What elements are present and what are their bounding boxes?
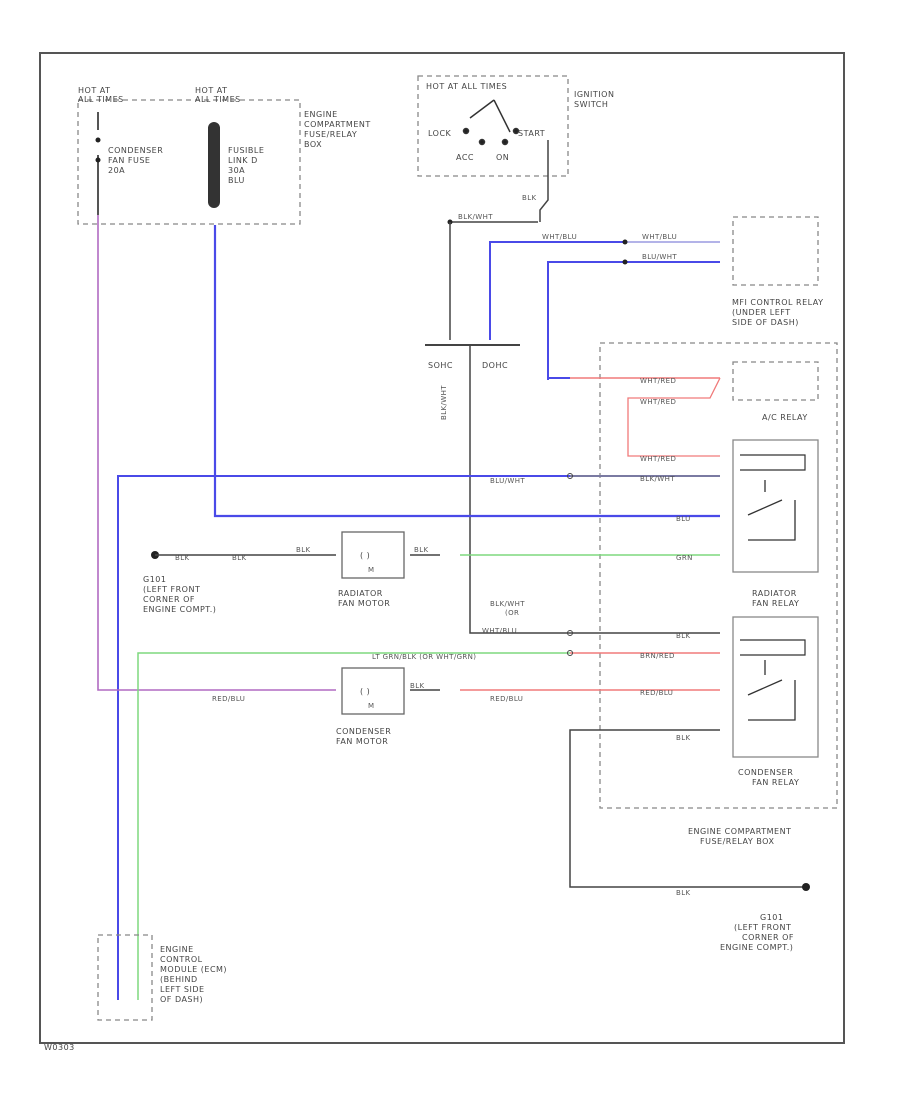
fan-relay-wire-1: BLK [676,632,691,640]
ign-pos-acc: ACC [456,153,474,162]
ac-wire-3-label: WHT/RED [640,455,676,463]
fan-relay-wire-4: BLK [676,734,691,742]
wire-blu-main [213,225,720,518]
ign-pos-start: START [518,129,545,138]
ign-out-wire-label: BLK/WHT [458,213,493,221]
ac-relay-box [732,439,819,573]
blk-chain-3: BLK [296,546,311,554]
wire-wht-blu-mfi [489,241,625,340]
wht-blu-label: WHT/BLU [482,627,517,635]
condenser-fan-fuse [95,112,101,215]
radiator-wire-grn: GRN [676,554,693,562]
ign-pos-on: ON [496,153,509,162]
splice-wire-label: BLK/WHT [440,385,448,420]
mfi-wire-1-label: WHT/BLU [542,233,577,241]
wire-blk-wht-long [469,345,570,634]
ignition-switch-outline [417,75,569,177]
fusible-link-icon [208,122,220,208]
ac-wire-5-label: BLU/WHT [490,477,525,485]
fuse-box-top-outline [77,99,301,225]
condenser-motor-m: M [368,702,374,710]
ignition-switch-contacts [462,99,520,146]
ac-wire-6-label: BLU [676,515,691,523]
condenser-motor-symbol: ( ) [360,687,370,696]
ac-wire-1-label: WHT/RED [640,377,676,385]
fan-relay-wire-2: BRN/RED [640,652,675,660]
radiator-fan-motor [341,531,405,579]
condenser-wire-3: RED/BLU [490,695,523,703]
ac-relay-coil [740,454,806,471]
g101-right-wire-label: BLK [676,889,691,897]
condenser-wire-1: RED/BLU [212,695,245,703]
condenser-wire-2: BLK [410,682,425,690]
ground-g101-right-icon [802,883,810,891]
radiator-wire-blk: BLK [414,546,429,554]
condenser-relay-box [732,616,819,758]
wire-red-blu-purple [97,215,336,691]
figure-code: W0303 [44,1043,75,1052]
mfi-relay-outline [732,216,819,286]
dohc-label: DOHC [482,361,508,370]
ac-relay-outline [732,361,819,401]
lt-green-wire-label: LT GRN/BLK (OR WHT/GRN) [372,653,476,661]
radiator-motor-symbol: ( ) [360,551,370,560]
wire-blk-g101-right [569,729,805,888]
radiator-motor-m: M [368,566,374,574]
sohc-label: SOHC [428,361,453,370]
ign-pos-lock: LOCK [428,129,452,138]
blk-wht-lower-label: BLK/WHT(OR [490,600,525,617]
condenser-relay-coil [740,639,806,656]
blk-chain-1: BLK [175,554,190,562]
ac-wire-4-label: BLK/WHT [640,475,675,483]
blk-chain-2: BLK [232,554,247,562]
fuse-box-right-outline [599,342,838,809]
ac-wire-2-label: WHT/RED [640,398,676,406]
ignition-hot-label: HOT AT ALL TIMES [426,82,507,91]
fan-relay-wire-3: RED/BLU [640,689,673,697]
mfi-wire-1-label-b: WHT/BLU [642,233,677,241]
wire-lt-grn [137,652,570,1000]
ac-relay-label: A/C RELAY [762,413,808,422]
ac-relay-switch [747,480,796,541]
condenser-relay-switch [747,660,796,721]
mfi-wire-2-label: BLU/WHT [642,253,677,261]
condenser-fan-motor [341,667,405,715]
ecm-outline [97,934,153,1021]
wire-blu-wht-mfi [547,261,720,380]
wire-blu-wht-ecm [117,475,720,1000]
ignition-output-wire [539,140,549,222]
wire-wht-red-2 [627,377,721,457]
ign-wire-label: BLK [522,194,537,202]
diagram-frame [39,52,845,1044]
